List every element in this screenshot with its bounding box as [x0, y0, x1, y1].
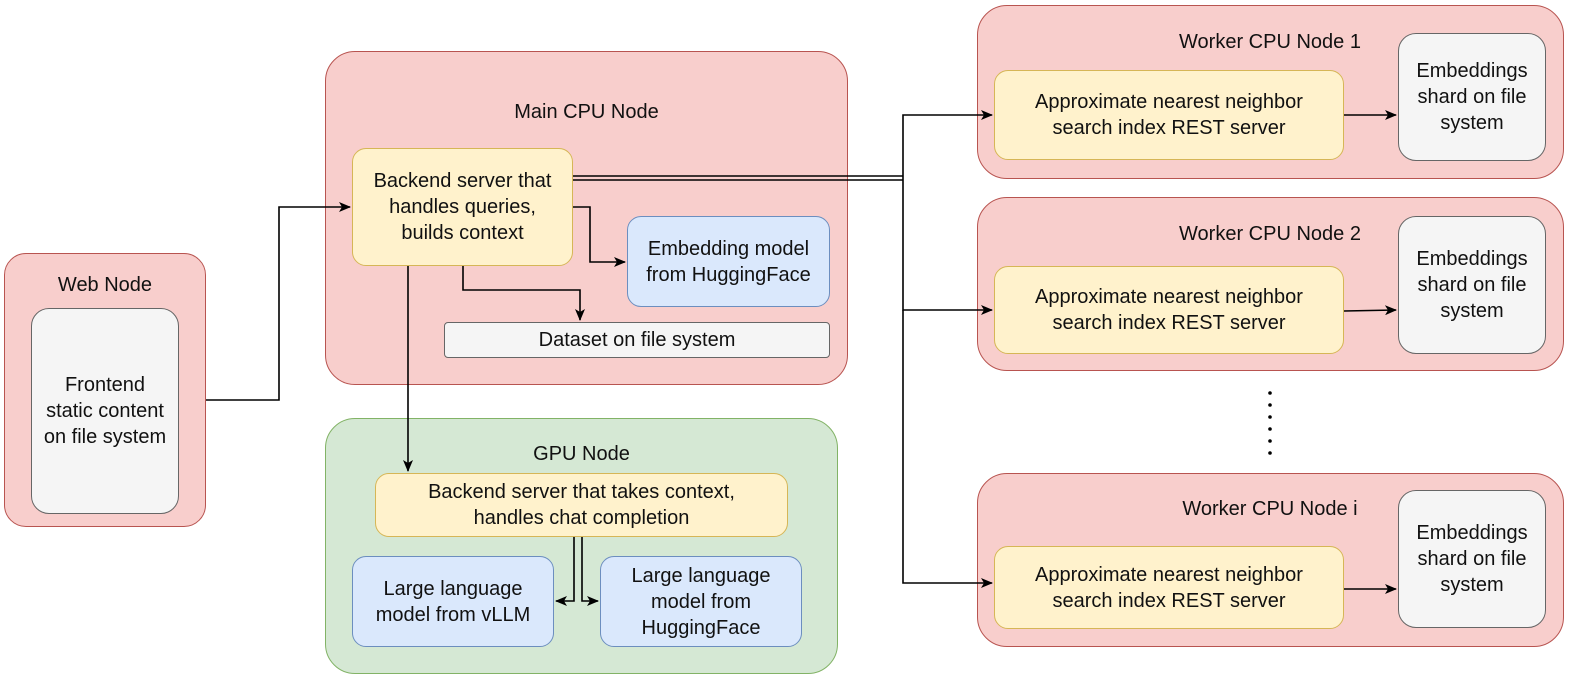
ellipsis-dot — [1268, 427, 1272, 431]
worker-1-embeddings-shard: Embeddings shard on file system — [1398, 33, 1546, 161]
worker-2-embeddings-shard-label: Embeddings shard on file system — [1416, 248, 1528, 322]
llm-huggingface: Large language model from HuggingFace — [600, 556, 802, 647]
ellipsis-dots — [1268, 391, 1272, 455]
web-node-title: Web Node — [57, 274, 153, 296]
llm-vllm: Large language model from vLLM — [352, 556, 554, 647]
dataset-storage-label: Dataset on file system — [538, 329, 736, 351]
edge-backend-to-dataset — [462, 266, 585, 321]
gpu-backend-server: Backend server that takes context, handl… — [375, 473, 788, 537]
llm-vllm-label: Large language model from vLLM — [375, 577, 531, 626]
edge-to-worker-1 — [902, 110, 993, 180]
gpu-backend-server-label: Backend server that takes context, handl… — [428, 481, 735, 529]
worker-node-1-title: Worker CPU Node 1 — [1179, 31, 1361, 53]
edge-gpu-backend-to-llm-hf — [581, 537, 599, 606]
edge-to-worker-i — [902, 310, 993, 588]
ellipsis-dot — [1268, 415, 1272, 419]
worker-1-index-server-label: Approximate nearest neighbor search inde… — [1035, 91, 1303, 139]
gpu-node-title: GPU Node — [533, 443, 630, 465]
main-cpu-node-title: Main CPU Node — [514, 101, 659, 123]
main-backend-server-label: Backend server that handles queries, bui… — [373, 170, 552, 244]
edge-web-to-backend — [206, 202, 351, 401]
edge-to-worker-2 — [902, 180, 993, 315]
embedding-model: Embedding model from HuggingFace — [627, 216, 830, 307]
ellipsis-dot — [1268, 451, 1272, 455]
main-backend-server: Backend server that handles queries, bui… — [352, 148, 573, 266]
edge-gpu-backend-to-llm-vllm — [555, 537, 575, 606]
worker-node-i-title: Worker CPU Node i — [1182, 498, 1358, 520]
worker-1-embeddings-shard-label: Embeddings shard on file system — [1416, 60, 1528, 134]
worker-node-2-title: Worker CPU Node 2 — [1179, 223, 1361, 245]
worker-i-index-server-label: Approximate nearest neighbor search inde… — [1035, 563, 1303, 612]
worker-2-index-server: Approximate nearest neighbor search inde… — [994, 266, 1344, 354]
edge-worker-2-to-shard — [1343, 305, 1397, 316]
edge-backend-to-embedding-model — [573, 206, 626, 267]
dataset-storage: Dataset on file system — [444, 322, 830, 358]
worker-1-index-server: Approximate nearest neighbor search inde… — [994, 70, 1344, 160]
llm-huggingface-label: Large language model from HuggingFace — [631, 564, 771, 639]
frontend-static-content-label: Frontend static content on file system — [43, 374, 167, 448]
frontend-static-content: Frontend static content on file system — [31, 308, 179, 514]
ellipsis-dot — [1268, 403, 1272, 407]
worker-2-index-server-label: Approximate nearest neighbor search inde… — [1035, 286, 1303, 334]
embedding-model-label: Embedding model from HuggingFace — [646, 237, 811, 286]
worker-i-index-server: Approximate nearest neighbor search inde… — [994, 546, 1344, 629]
worker-2-embeddings-shard: Embeddings shard on file system — [1398, 216, 1546, 354]
worker-i-embeddings-shard: Embeddings shard on file system — [1398, 490, 1546, 628]
worker-i-embeddings-shard-label: Embeddings shard on file system — [1416, 522, 1528, 596]
ellipsis-dot — [1268, 439, 1272, 443]
ellipsis-dot — [1268, 391, 1272, 395]
